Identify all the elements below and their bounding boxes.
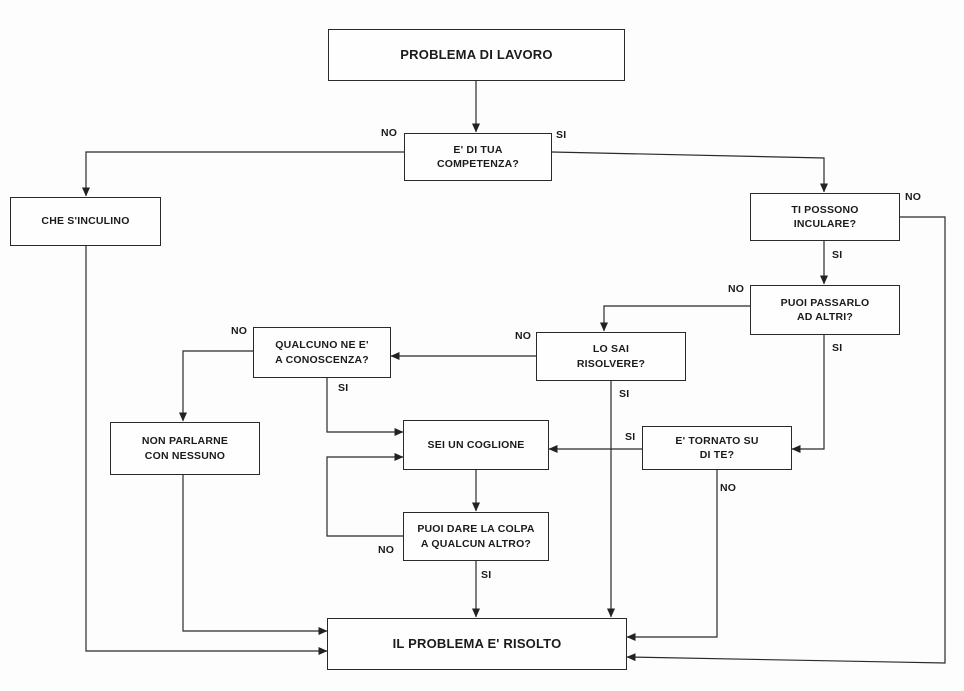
risolvere-si-label: SI [619,388,630,400]
edge-inculare-no [626,216,946,664]
edge-passarlo-si [791,335,825,453]
edge-competenza-si [551,151,828,193]
passarlo-no-label: NO [728,283,745,295]
parlarne-node: NON PARLARNE CON NESSUNO [110,422,260,475]
coglione-node: SEI UN COGLIONE [403,420,549,470]
passarlo-node: PUOI PASSARLO AD ALTRI? [750,285,900,335]
competenza-no-label: NO [381,127,398,139]
risolvere-no-label: NO [515,330,532,342]
start-node: PROBLEMA DI LAVORO [328,29,625,81]
edge-competenza-no [82,151,404,197]
conoscenza-node: QUALCUNO NE E' A CONOSCENZA? [253,327,391,378]
risolto-node: IL PROBLEMA E' RISOLTO [327,618,627,670]
tornato-node: E' TORNATO SU DI TE? [642,426,792,470]
inculare-node: TI POSSONO INCULARE? [750,193,900,241]
edge-parlarne-to-risolto [182,475,328,635]
tornato-si-label: SI [625,431,636,443]
conoscenza-si-label: SI [338,382,349,394]
edge-sinculino-to-risolto [85,246,328,655]
sinculino-node: CHE S'INCULINO [10,197,161,246]
competenza-si-label: SI [556,129,567,141]
competenza-node: E' DI TUA COMPETENZA? [404,133,552,181]
edge-conoscenza-si [326,378,404,436]
edge-conoscenza-no [179,350,253,422]
passarlo-si-label: SI [832,342,843,354]
risolvere-node: LO SAI RISOLVERE? [536,332,686,381]
colpa-si-label: SI [481,569,492,581]
edge-tornato-no [626,470,718,641]
inculare-si-label: SI [832,249,843,261]
colpa-node: PUOI DARE LA COLPA A QUALCUN ALTRO? [403,512,549,561]
edge-colpa-no [326,453,404,537]
colpa-no-label: NO [378,544,395,556]
conoscenza-no-label: NO [231,325,248,337]
tornato-no-label: NO [720,482,737,494]
edge-passarlo-no [600,305,750,332]
inculare-no-label: NO [905,191,922,203]
